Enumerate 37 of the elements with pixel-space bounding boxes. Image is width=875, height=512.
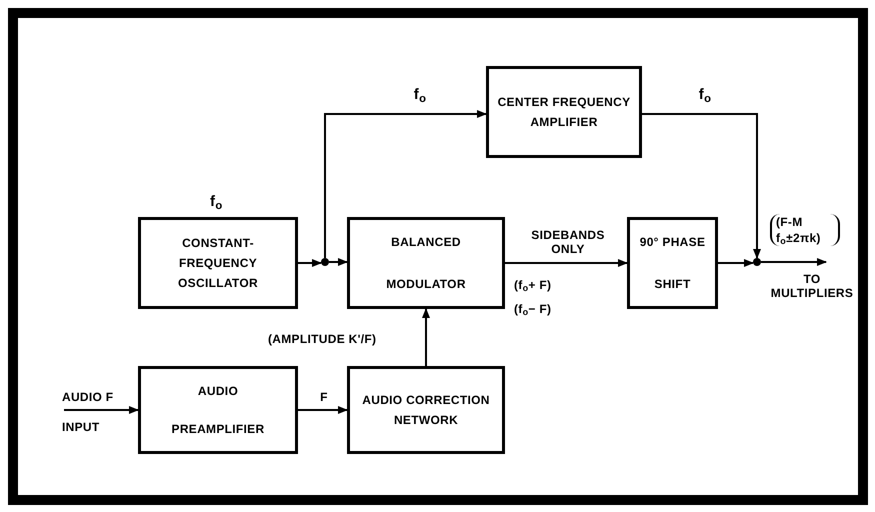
signal-label: f$_{o}$ — [210, 192, 223, 214]
block-label: 90° PHASE — [640, 234, 706, 251]
signal-label: (F-M f$_{o}$±2πk) — [770, 214, 840, 246]
arrow — [761, 258, 827, 266]
block-label: AUDIO CORRECTION NETWORK — [361, 392, 491, 429]
signal-label: (f$_{o}$+ F) — [514, 277, 552, 294]
block-box — [627, 217, 718, 309]
block-label: CENTER FREQUENCY AMPLIFIER — [497, 94, 631, 131]
arrow — [298, 259, 322, 267]
edge-label: SIDEBANDS ONLY — [530, 228, 606, 256]
edge-label: TO MULTIPLIERS — [770, 272, 854, 300]
block-label: AUDIO — [198, 383, 238, 400]
arrow — [64, 406, 139, 414]
block-box — [347, 217, 505, 309]
edge-label: f$_{o}$ — [698, 85, 712, 106]
block-label: MODULATOR — [386, 276, 466, 293]
block-box — [138, 366, 298, 454]
edge-label: F — [319, 389, 329, 406]
block-box — [138, 217, 298, 309]
arrow — [422, 308, 430, 366]
edge-label: (AMPLITUDE K'/F) — [268, 331, 378, 348]
edge-label: f$_{o}$ — [412, 85, 428, 106]
arrow — [505, 259, 628, 267]
signal-label: (f$_{o}$− F) — [514, 301, 552, 318]
block-label: CONSTANT-FREQUENCY OSCILLATOR — [177, 235, 259, 292]
block-box — [486, 66, 642, 158]
block-label: BALANCED — [391, 234, 461, 251]
block-label: SHIFT — [654, 276, 691, 293]
arrow — [718, 259, 754, 267]
arrow — [642, 113, 761, 259]
arrow — [298, 406, 348, 414]
signal-label: INPUT — [62, 419, 100, 436]
arrow — [324, 110, 487, 258]
arrow — [329, 258, 348, 266]
edge-label: AUDIO F — [62, 389, 114, 406]
block-label: PREAMPLIFIER — [172, 421, 264, 438]
block-box — [347, 366, 505, 454]
